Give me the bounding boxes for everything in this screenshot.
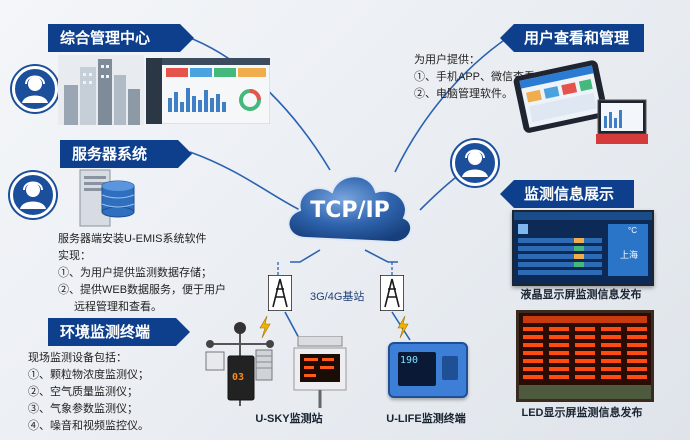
dashboard-screenshot bbox=[146, 58, 270, 124]
ulife-screen: 190 bbox=[398, 352, 436, 386]
line-to-display bbox=[419, 177, 456, 211]
lcd-screen: °C 上海 bbox=[512, 210, 654, 286]
usky-caption: U-SKY监测站 bbox=[255, 413, 323, 425]
usky-digits: 03 bbox=[232, 372, 245, 383]
ulife-device: 190 bbox=[388, 342, 468, 398]
led-board bbox=[516, 310, 654, 402]
line-cloud-right-tower bbox=[364, 249, 398, 263]
display-banner: 监测信息展示 bbox=[500, 180, 634, 208]
ulife-caption: U-LIFE监测终端 bbox=[386, 413, 466, 425]
user-mgmt-title: 用户查看和管理 bbox=[524, 29, 630, 47]
terminal-line-5: ④、噪音和视频监控仪。 bbox=[28, 420, 149, 432]
tower-icon-left bbox=[268, 275, 292, 311]
ulife-digits: 190 bbox=[400, 355, 419, 366]
user-mgmt-line-2: ①、手机APP、微信查看； bbox=[414, 71, 547, 83]
cloud-label: TCP/IP bbox=[310, 198, 390, 223]
user-mgmt-line-3: ②、电脑管理软件。 bbox=[414, 88, 513, 100]
management-center-title: 综合管理中心 bbox=[60, 29, 151, 47]
viewer-avatar-icon bbox=[452, 140, 498, 186]
city-buildings-image bbox=[58, 55, 144, 125]
ulife-port bbox=[442, 356, 458, 380]
line-to-management bbox=[184, 35, 331, 171]
admin-avatar-icon bbox=[10, 172, 56, 218]
server-line-4: ②、提供WEB数据服务，便于用户 bbox=[58, 284, 227, 296]
terminal-line-4: ③、气象参数监测仪； bbox=[28, 403, 138, 415]
cloud-icon bbox=[287, 175, 413, 244]
outdoor-monitor-image bbox=[293, 336, 347, 408]
user-avatar-icon bbox=[12, 66, 58, 112]
lcd-temp: °C bbox=[628, 226, 637, 235]
led-content bbox=[519, 313, 651, 399]
server-database-icon bbox=[79, 169, 135, 227]
management-center-banner: 综合管理中心 bbox=[48, 24, 194, 52]
server-line-3: ①、为用户提供监测数据存储； bbox=[58, 267, 212, 279]
tower-icon-right bbox=[380, 275, 404, 311]
user-mgmt-banner: 用户查看和管理 bbox=[500, 24, 644, 52]
terminal-line-1: 现场监测设备包括： bbox=[28, 352, 127, 364]
terminal-line-3: ②、空气质量监测仪； bbox=[28, 386, 138, 398]
server-line-2: 实现： bbox=[58, 250, 91, 262]
server-line-5: 远程管理和查看。 bbox=[74, 301, 162, 313]
lcd-content bbox=[514, 212, 652, 276]
signal-icon-right bbox=[397, 316, 409, 338]
terminal-title: 环境监测终端 bbox=[60, 323, 151, 341]
server-system-banner: 服务器系统 bbox=[60, 140, 192, 168]
line-to-server bbox=[189, 151, 301, 211]
server-line-1: 服务器端安装U-EMIS系统软件 bbox=[58, 233, 207, 245]
terminal-banner: 环境监测终端 bbox=[48, 318, 190, 346]
lcd-city: 上海 bbox=[620, 250, 639, 260]
line-tower-left-down bbox=[284, 311, 301, 341]
tablet-phone-image bbox=[513, 60, 648, 144]
weather-station-image bbox=[205, 322, 274, 406]
user-mgmt-line-1: 为用户提供： bbox=[414, 54, 480, 66]
network-label: 3G/4G基站 bbox=[310, 291, 365, 303]
led-caption: LED显示屏监测信息发布 bbox=[521, 407, 643, 419]
lcd-caption: 液晶显示屏监测信息发布 bbox=[520, 289, 642, 301]
line-cloud-left-tower bbox=[290, 249, 321, 263]
line-to-user bbox=[394, 35, 511, 173]
signal-icon-left bbox=[259, 316, 271, 338]
server-system-title: 服务器系统 bbox=[72, 145, 148, 163]
display-title: 监测信息展示 bbox=[524, 185, 615, 203]
terminal-line-2: ①、颗粒物浓度监测仪； bbox=[28, 369, 149, 381]
